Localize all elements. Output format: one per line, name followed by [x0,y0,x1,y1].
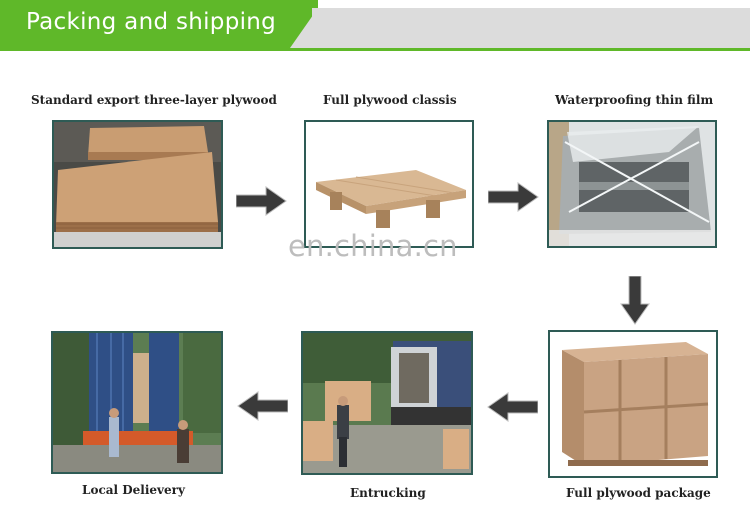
arrow-left-icon [237,391,288,421]
plywood-sheets-image [54,122,221,247]
step-label-plywood-package: Full plywood package [566,486,711,500]
wrapped-machine-image [549,122,715,246]
photo-plywood-pallet [304,120,474,248]
entrucking-image [303,333,471,473]
arrow-right-icon [236,186,287,216]
step-label-entrucking: Entrucking [350,486,426,500]
plywood-crate-image [550,332,716,476]
header-banner: Packing and shipping [0,0,750,52]
photo-waterproof-film [547,120,717,248]
step-label-export-plywood: Standard export three-layer plywood [31,93,277,107]
photo-local-delivery [51,331,223,474]
banner-underline [0,48,750,51]
container-truck-image [53,333,221,472]
arrow-left-icon [487,392,538,422]
arrow-down-icon [620,276,650,325]
step-label-plywood-classis: Full plywood classis [323,93,457,107]
photo-plywood-package [548,330,718,478]
plywood-pallet-image [306,122,472,246]
watermark-text: en.china.cn [288,229,458,263]
photo-export-plywood [52,120,223,249]
photo-entrucking [301,331,473,475]
page-title: Packing and shipping [26,9,277,35]
step-label-waterproofing: Waterproofing thin film [555,93,714,107]
step-label-local-delivery: Local Delievery [82,483,185,497]
banner-green-bar [0,0,318,50]
arrow-right-icon [488,182,539,212]
banner-grey-bar [312,8,750,48]
